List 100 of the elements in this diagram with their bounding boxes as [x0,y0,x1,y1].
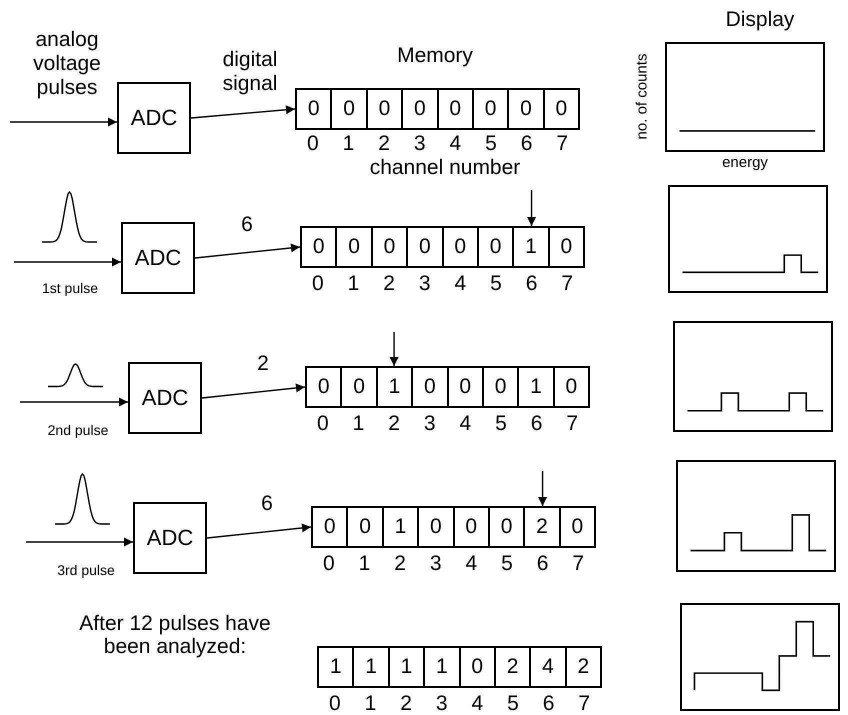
channel-number: 6 [524,272,538,296]
channel-number: 4 [470,692,484,715]
memory-cell-value: 0 [472,90,508,128]
memory-cell-value: 2 [564,648,600,686]
channel-number: 7 [571,552,586,576]
arrow [26,538,133,546]
arrow [538,471,548,506]
arrow [390,332,399,366]
axis-title: energy [721,154,769,171]
memory-cell-value: 0 [552,368,588,406]
memory-cell-value: 0 [436,90,472,128]
channel-number: 2 [399,692,413,715]
memory-register [305,366,590,408]
axis-title: channel number [368,156,522,180]
memory-cell-value: 0 [401,90,436,128]
channel-number: 3 [428,552,443,576]
memory-cell-value: 1 [376,368,412,406]
channel-number: 5 [484,132,498,156]
memory-register [295,88,580,130]
channel-number: 2 [393,552,407,576]
memory-cell-value: 0 [366,90,402,128]
arrow [202,383,306,399]
channel-number: 6 [542,692,556,715]
memory-cell-value: 0 [411,368,446,406]
memory-cell-value: 0 [442,228,477,266]
channel-number: 6 [520,132,534,156]
memory-cell-value: 0 [306,96,321,122]
channel-number: 6 [530,412,544,436]
memory-cell-value: 1 [352,648,388,686]
channel-number: 2 [387,412,401,436]
channel-number: 0 [328,692,342,715]
memory-cell-value: 1 [388,648,424,686]
display-screen [680,603,840,711]
memory-cell-value: 0 [322,514,337,540]
channel-number: 5 [500,552,514,576]
channel-number: 2 [382,272,396,296]
memory-cell-value: 0 [548,228,583,266]
channel-number: 0 [306,132,320,156]
memory-cell-value: 0 [476,228,512,266]
memory-cell-value: 0 [446,368,482,406]
arrow [190,105,296,119]
channel-number: 5 [494,412,508,436]
memory-cell-value: 0 [316,374,331,400]
memory-cell-value: 0 [452,508,488,546]
memory-cell-value: 0 [458,648,494,686]
channel-number: 3 [434,692,449,715]
memory-cell-value: 0 [340,368,376,406]
memory-cell-value: 4 [529,648,565,686]
section-title: Memory [396,44,474,68]
memory-register [311,506,596,548]
memory-cell-value: 0 [507,90,543,128]
memory-cell-value: 0 [488,508,524,546]
display-screen [665,42,825,152]
channel-number: 7 [577,692,592,715]
channel-number: 4 [464,552,478,576]
memory-cell-value: 1 [382,508,418,546]
channel-number: 1 [358,552,372,576]
display-screen [673,321,833,432]
arrow [20,398,128,406]
arrow [10,118,117,126]
channel-number: 1 [346,272,360,296]
memory-cell-value: 0 [417,508,452,546]
axis-title: no. of counts [634,52,650,142]
channel-number: 4 [453,272,468,296]
converter-box: ADC [133,502,207,574]
channel-number: 7 [555,132,570,156]
arrow [206,523,312,539]
display-screen [676,460,836,572]
arrow [14,258,121,266]
memory-cell-value: 1 [423,648,458,686]
channel-number: 5 [506,692,520,715]
converter-box: ADC [121,222,195,294]
display-screen [668,185,828,293]
channel-number: 0 [316,412,330,436]
memory-cell-value: 2 [494,648,530,686]
memory-cell-value: 0 [542,90,578,128]
channel-number: 7 [560,272,574,296]
channel-number: 6 [536,552,550,576]
channel-number: 3 [412,132,427,156]
memory-cell-value: 0 [406,228,442,266]
converter-box: ADC [117,82,191,154]
memory-cell-value: 0 [335,228,371,266]
channel-number: 1 [342,132,356,156]
channel-number: 0 [310,272,325,296]
memory-cell-value: 0 [312,234,326,260]
channel-number: 1 [364,692,378,715]
channel-number: 4 [458,412,472,436]
memory-cell-value: 0 [482,368,518,406]
arrow [527,190,536,226]
memory-register [300,226,585,268]
memory-cell-value: 0 [330,90,366,128]
memory-cell-value: 1 [517,368,553,406]
memory-cell-value: 2 [523,508,559,546]
channel-number: 0 [322,552,336,576]
memory-cell-value: 0 [370,228,406,266]
caption-text: After 12 pulses have been analyzed: [78,612,272,658]
memory-cell-value: 0 [558,508,594,546]
channel-number: 1 [352,412,366,436]
channel-number: 2 [377,132,391,156]
channel-number: 5 [489,272,503,296]
